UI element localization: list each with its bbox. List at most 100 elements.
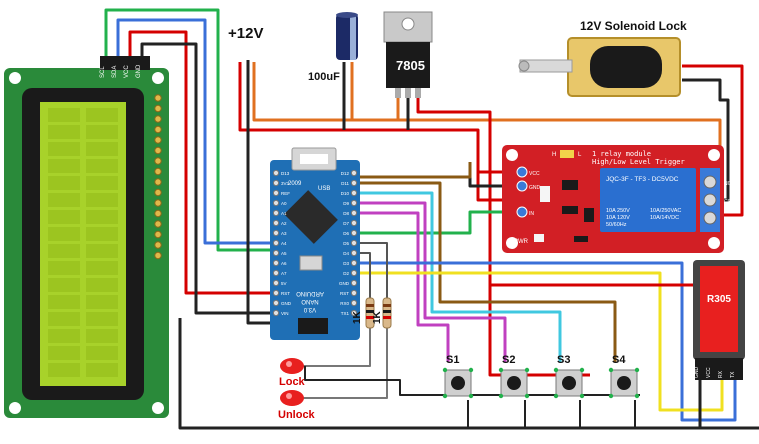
arduino-pin [350, 179, 358, 187]
capacitor: 100uF [308, 12, 358, 83]
led-lock: Lock [279, 358, 306, 388]
arduino-pin [272, 299, 280, 307]
lcd-character-cell [86, 278, 118, 292]
lcd-character-cell [86, 312, 118, 326]
arduino-pin-label: A6 [281, 261, 287, 266]
diode [562, 206, 578, 214]
lcd-character-cell [86, 142, 118, 156]
arduino-pin [350, 259, 358, 267]
relay-hole [708, 149, 720, 161]
arduino-pin-label: 3V3 [281, 181, 290, 186]
sensor-pin-label: VCC [706, 367, 712, 378]
lcd-character-cell [48, 244, 80, 258]
led-label: Unlock [278, 409, 316, 421]
resistor-band [366, 304, 374, 307]
capacitor-top [336, 12, 358, 18]
arduino-pin [272, 199, 280, 207]
lcd-header-pin [154, 220, 162, 228]
lcd-character-cell [48, 210, 80, 224]
lcd-header-pin [154, 178, 162, 186]
lcd-header-pin [154, 209, 162, 218]
lcd-character-cell [86, 261, 118, 275]
arduino-pin [350, 209, 358, 217]
relay-rating: 10A/250VAC [650, 208, 681, 214]
switch-leg [442, 367, 448, 373]
lcd-character-cell [86, 159, 118, 173]
arduino-pin-label: A4 [281, 241, 287, 246]
lcd-mount-hole [152, 72, 164, 84]
lcd-module: SCL SDA VCC GND [4, 56, 169, 418]
lcd-mount-hole [9, 72, 21, 84]
wire-lcd-sda [116, 18, 285, 245]
contact-label: COM [724, 199, 736, 205]
arduino-pin [350, 189, 358, 197]
arduino-pin-label: RX0 [340, 301, 349, 306]
regulator-leg [395, 88, 401, 98]
lcd-header-pin [154, 146, 162, 155]
arduino-pin-label: REF [281, 191, 290, 196]
lcd-character-cell [48, 261, 80, 275]
arduino-pin-label: D5 [343, 241, 349, 246]
lcd-header-pin [154, 230, 162, 239]
lcd-header-pin [154, 125, 162, 134]
switch-leg [579, 393, 585, 399]
switch-leg [498, 393, 504, 399]
lcd-header-pin [154, 157, 162, 165]
smd-component [540, 186, 550, 202]
relay-pin-label: GND [529, 185, 541, 191]
arduino-pin [350, 169, 358, 177]
arduino-pin [272, 239, 280, 247]
smd-component [574, 236, 588, 242]
screw-nc [703, 175, 717, 189]
switch-leg [524, 393, 530, 399]
lcd-pin-label: VCC [124, 65, 130, 78]
arduino-pin [350, 239, 358, 247]
arduino-pin-label: D11 [341, 181, 349, 186]
lcd-pin-label: SCL [100, 66, 106, 78]
wire-relay-in [355, 210, 520, 235]
arduino-pin [350, 219, 358, 227]
board-name: V3.0 [303, 306, 316, 312]
arduino-nano: USB 2009 ARDUINO NANO V3.0 D133V3REFA0A1… [270, 147, 360, 340]
resistor-label: 1K [372, 310, 383, 324]
lcd-header-pin [154, 251, 162, 260]
wire-led-lock [300, 328, 371, 367]
switch-button-cap [451, 376, 465, 390]
capacitor-stripe [350, 14, 356, 60]
sensor-window [700, 266, 738, 352]
arduino-pin-label: GND [281, 301, 292, 306]
solenoid-label: 12V Solenoid Lock [580, 19, 687, 33]
microcontroller-chip [284, 190, 338, 244]
year-label: 2009 [288, 181, 302, 187]
sensor-pin-label: RX [718, 370, 724, 378]
arduino-pin-label: D8 [343, 211, 349, 216]
lcd-pin-label: SDA [112, 66, 118, 78]
lcd-header-pin [154, 115, 162, 123]
solenoid-lock: 12V Solenoid Lock [518, 19, 687, 97]
lcd-character-cell [86, 329, 118, 343]
resistor-band [383, 304, 391, 307]
relay-rating: 10A 120V [606, 215, 630, 221]
wire-lcd-gnd [140, 42, 285, 315]
arduino-pin [272, 309, 280, 317]
arduino-pin-label: A3 [281, 231, 287, 236]
regulator-label: 7805 [396, 58, 425, 73]
relay-model: JQC-3F - TF3 - DC5VDC [606, 176, 679, 183]
relay-title: 1 relay module [592, 150, 651, 158]
switch-label: S2 [502, 354, 515, 366]
relay-cube [600, 168, 696, 232]
lcd-character-cell [48, 108, 80, 122]
switch-leg [634, 367, 640, 373]
arduino-pin-label: RST [281, 291, 290, 296]
relay-pin-label: IN [529, 211, 534, 217]
arduino-pin [272, 209, 280, 217]
wire-s1 [355, 211, 450, 362]
contact-label: NC [724, 181, 732, 187]
board-name: ARDUINO [296, 290, 324, 296]
lcd-character-cell [48, 295, 80, 309]
switch-label: S1 [446, 354, 459, 366]
wire-s3 [355, 191, 562, 362]
regulator-hole [401, 17, 415, 31]
